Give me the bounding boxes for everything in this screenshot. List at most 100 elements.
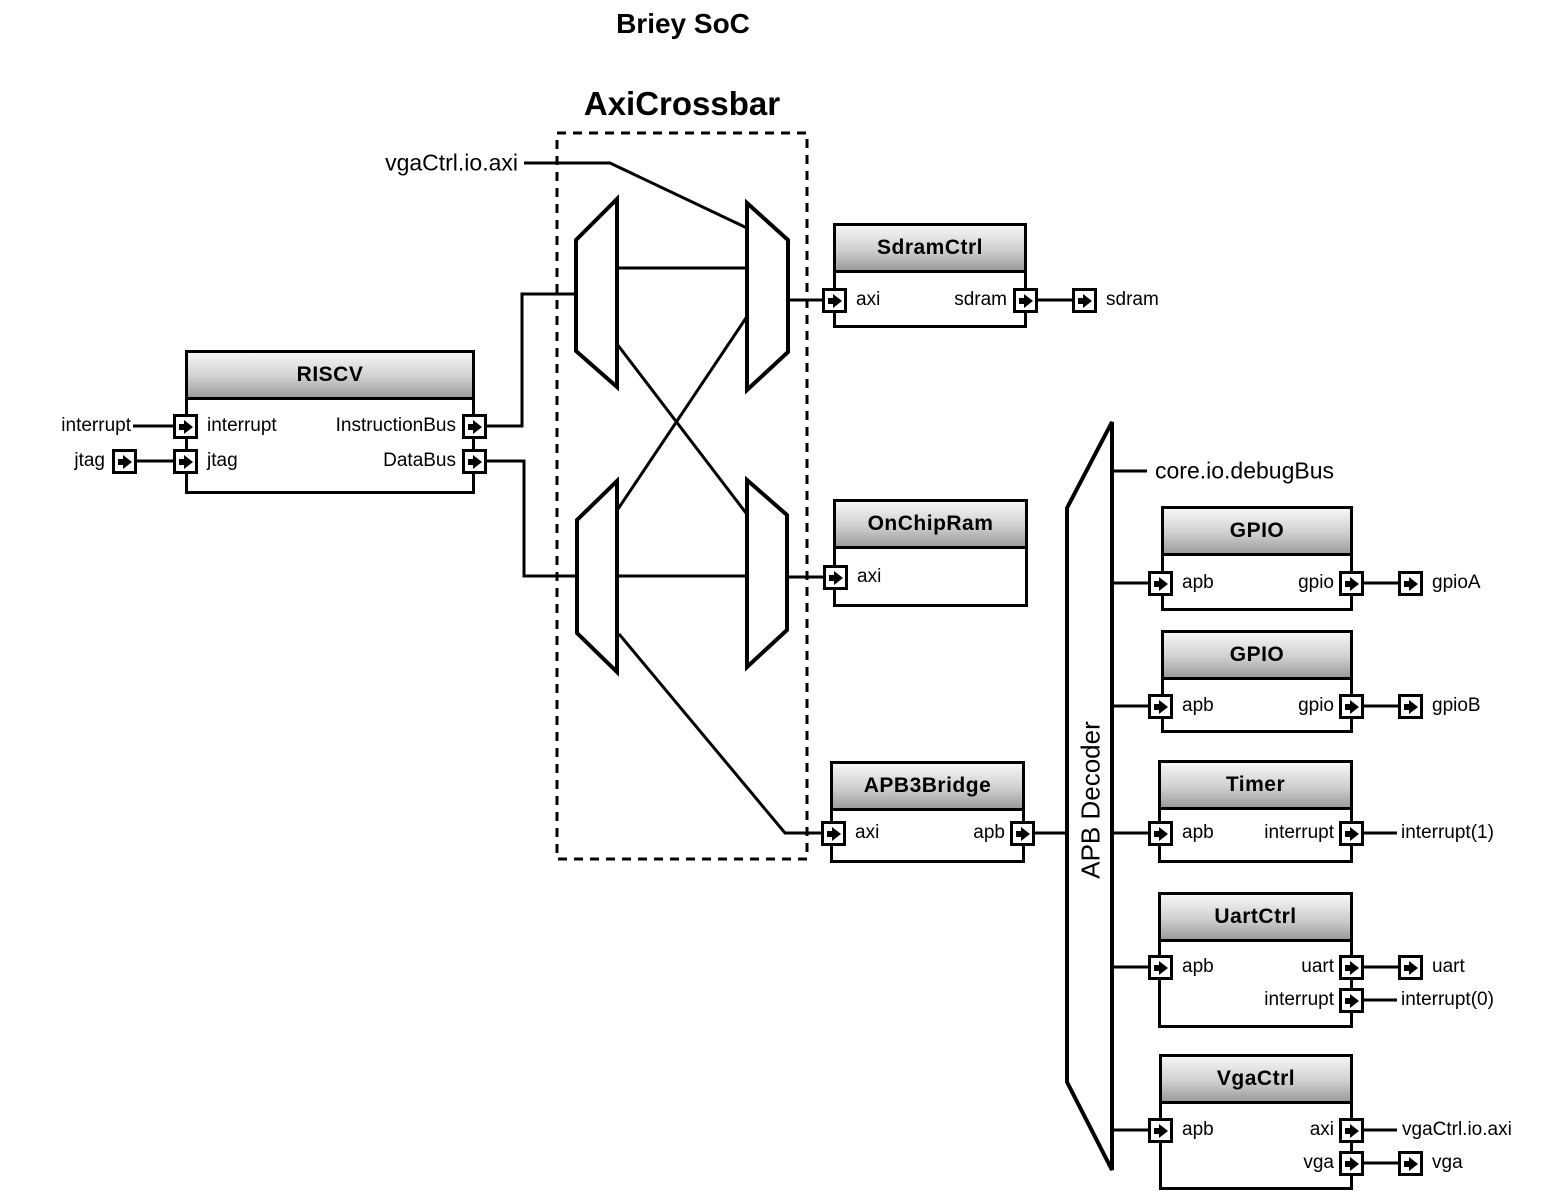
riscv-jtag-port-label: jtag bbox=[207, 450, 238, 471]
port-arrow-icon bbox=[179, 455, 193, 469]
wire-dbus-to-apb3bridge bbox=[617, 633, 822, 835]
vga-axi-out-label: vgaCtrl.io.axi bbox=[1402, 1119, 1512, 1140]
timer-interrupt-port bbox=[1339, 821, 1364, 846]
gpio-a-apb-port-label: apb bbox=[1182, 572, 1214, 593]
uart-out-label: uart bbox=[1432, 956, 1465, 977]
vgactrl-apb-port bbox=[1148, 1118, 1173, 1143]
apb3bridge-axi-port-label: axi bbox=[855, 822, 880, 843]
port-arrow-icon bbox=[1404, 577, 1418, 591]
port-arrow-icon bbox=[1154, 1124, 1168, 1138]
vga-out-label: vga bbox=[1432, 1152, 1463, 1173]
crossbar-ram-arbiter-shape bbox=[745, 475, 789, 672]
block-onchipram: OnChipRam bbox=[833, 499, 1028, 607]
riscv-interrupt-port-label: interrupt bbox=[207, 415, 277, 436]
gpio-b-apb-port bbox=[1148, 694, 1173, 719]
port-arrow-icon bbox=[1154, 827, 1168, 841]
gpio-b-gpio-port-label: gpio bbox=[1298, 695, 1334, 716]
block-sdramctrl: SdramCtrl bbox=[833, 223, 1027, 328]
riscv-instruction-bus-port-label: InstructionBus bbox=[335, 415, 456, 436]
vga-external-connector bbox=[1398, 1151, 1423, 1176]
timer-apb-port bbox=[1148, 821, 1173, 846]
port-arrow-icon bbox=[179, 420, 193, 434]
wire-dbus-to-sdram-arbiter bbox=[616, 317, 748, 510]
block-vgactrl: VgaCtrl bbox=[1159, 1054, 1353, 1190]
port-arrow-icon bbox=[827, 827, 841, 841]
timer-interrupt-port-label: interrupt bbox=[1264, 822, 1334, 843]
sdram-external-connector bbox=[1072, 288, 1097, 313]
onchipram-axi-port bbox=[823, 565, 848, 590]
wire-ibus-to-ram-arbiter bbox=[615, 343, 748, 514]
port-arrow-icon bbox=[468, 455, 482, 469]
gpio-a-gpio-port-label: gpio bbox=[1298, 572, 1334, 593]
port-arrow-icon bbox=[828, 294, 842, 308]
block-apb3bridge-title: APB3Bridge bbox=[833, 764, 1022, 811]
block-onchipram-title: OnChipRam bbox=[836, 502, 1025, 549]
port-arrow-icon bbox=[1404, 700, 1418, 714]
riscv-jtag-port bbox=[173, 449, 198, 474]
riscv-data-bus-port-label: DataBus bbox=[383, 450, 456, 471]
gpiob-out-label: gpioB bbox=[1432, 695, 1481, 716]
wire-data-bus bbox=[486, 459, 578, 578]
crossbar-dbus-decoder-shape bbox=[575, 476, 619, 677]
block-uartctrl: UartCtrl bbox=[1158, 892, 1353, 1028]
gpio-b-gpio-port bbox=[1339, 694, 1364, 719]
block-riscv-title: RISCV bbox=[188, 353, 472, 400]
sdramctrl-axi-port-label: axi bbox=[856, 289, 881, 310]
gpiob-external-connector bbox=[1398, 694, 1423, 719]
port-arrow-icon bbox=[1404, 961, 1418, 975]
apb3bridge-apb-port-label: apb bbox=[973, 822, 1005, 843]
uart-interrupt-out-label: interrupt(0) bbox=[1401, 989, 1494, 1010]
crossbar-label: AxiCrossbar bbox=[583, 85, 781, 122]
port-arrow-icon bbox=[1154, 577, 1168, 591]
apb-decoder-label: APB Decoder bbox=[1075, 721, 1106, 879]
jtag-external-connector bbox=[112, 449, 137, 474]
uartctrl-apb-port bbox=[1148, 955, 1173, 980]
crossbar-dashed-boundary bbox=[555, 131, 809, 861]
wire-vgactrl-axi-in bbox=[524, 161, 748, 230]
block-uartctrl-title: UartCtrl bbox=[1161, 895, 1350, 942]
crossbar-ibus-decoder-shape bbox=[574, 194, 619, 392]
diagram-title: Briey SoC bbox=[616, 8, 750, 39]
port-arrow-icon bbox=[1345, 700, 1359, 714]
port-arrow-icon bbox=[1078, 294, 1092, 308]
port-arrow-icon bbox=[1154, 700, 1168, 714]
uartctrl-apb-port-label: apb bbox=[1182, 956, 1214, 977]
apb3bridge-axi-port bbox=[821, 821, 846, 846]
apb3bridge-apb-port bbox=[1010, 821, 1035, 846]
port-arrow-icon bbox=[1345, 961, 1359, 975]
vgactrl-axi-port bbox=[1339, 1118, 1364, 1143]
timer-apb-port-label: apb bbox=[1182, 822, 1214, 843]
gpio-a-gpio-port bbox=[1339, 571, 1364, 596]
block-timer-title: Timer bbox=[1161, 763, 1350, 810]
sdramctrl-sdram-port bbox=[1013, 288, 1038, 313]
port-arrow-icon bbox=[1345, 994, 1359, 1008]
block-gpio-a: GPIO bbox=[1161, 506, 1353, 611]
uartctrl-uart-port-label: uart bbox=[1301, 956, 1334, 977]
riscv-interrupt-port bbox=[173, 414, 198, 439]
riscv-instruction-bus-port bbox=[462, 414, 487, 439]
gpioa-external-connector bbox=[1398, 571, 1423, 596]
jtag-in-label: jtag bbox=[74, 450, 105, 471]
block-sdramctrl-title: SdramCtrl bbox=[836, 226, 1024, 273]
block-gpio-b-title: GPIO bbox=[1164, 633, 1350, 680]
gpioa-out-label: gpioA bbox=[1432, 572, 1481, 593]
block-apb3bridge: APB3Bridge bbox=[830, 761, 1025, 863]
port-arrow-icon bbox=[1345, 1124, 1359, 1138]
port-arrow-icon bbox=[118, 455, 132, 469]
sdramctrl-axi-port bbox=[822, 288, 847, 313]
port-arrow-icon bbox=[1019, 294, 1033, 308]
uartctrl-interrupt-port bbox=[1339, 988, 1364, 1013]
debug-bus-net-label: core.io.debugBus bbox=[1155, 457, 1335, 484]
vgactrl-vga-port bbox=[1339, 1151, 1364, 1176]
uartctrl-interrupt-port-label: interrupt bbox=[1264, 989, 1334, 1010]
block-riscv: RISCV bbox=[185, 350, 475, 494]
riscv-data-bus-port bbox=[462, 449, 487, 474]
port-arrow-icon bbox=[1345, 1157, 1359, 1171]
sdramctrl-sdram-port-label: sdram bbox=[954, 289, 1007, 310]
vgactrl-vga-port-label: vga bbox=[1303, 1152, 1334, 1173]
uartctrl-uart-port bbox=[1339, 955, 1364, 980]
timer-interrupt-out-label: interrupt(1) bbox=[1401, 822, 1494, 843]
vgactrl-axi-net-label: vgaCtrl.io.axi bbox=[385, 149, 518, 176]
